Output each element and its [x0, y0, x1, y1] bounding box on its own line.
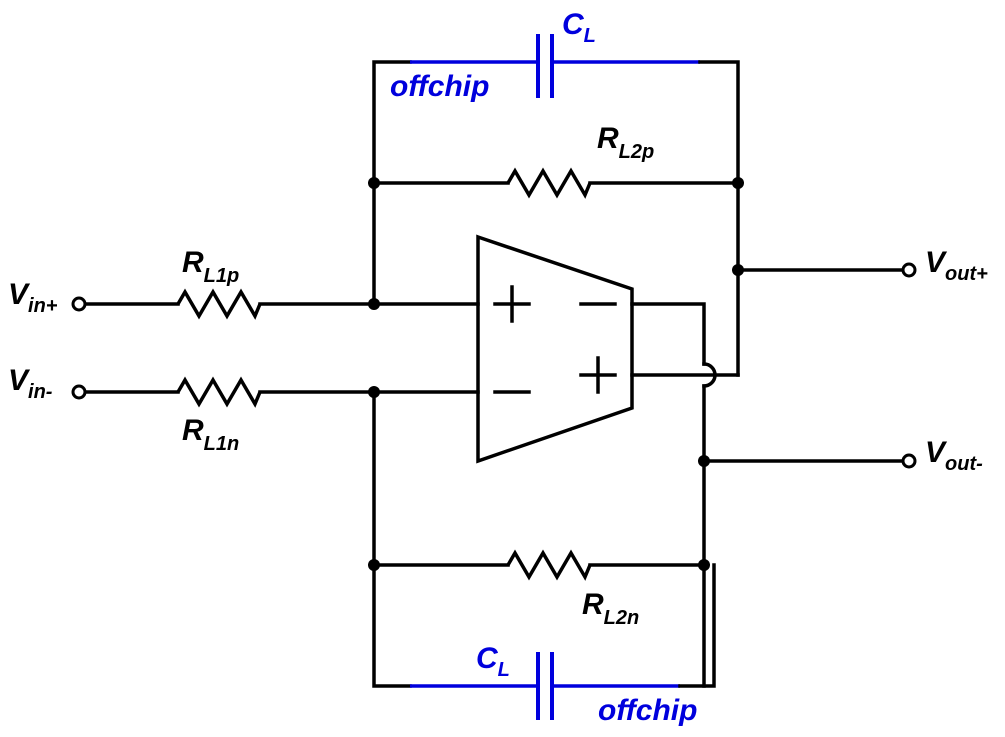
rl2p-branch — [372, 167, 740, 199]
rl1n-label: RL1n — [182, 414, 239, 455]
rl1p-label: RL1p — [182, 246, 239, 287]
junction-dots — [368, 177, 744, 571]
cl-bottom-label: CL — [476, 642, 510, 681]
vout-plus-terminal — [901, 262, 917, 278]
rl2n-label: RL2n — [582, 588, 639, 629]
vin-minus-label: Vin- — [8, 364, 53, 403]
bottom-cl-branch — [410, 563, 716, 720]
rl2n-branch — [372, 549, 706, 581]
opamp — [476, 234, 634, 464]
rl1p-resistor — [176, 288, 262, 320]
vout-plus-label: Vout+ — [925, 246, 988, 285]
vout-minus-label: Vout- — [925, 436, 983, 475]
output-wiring — [630, 268, 905, 688]
vin-plus-terminal — [71, 296, 87, 312]
offchip-top-label: offchip — [390, 70, 489, 103]
cl-top-label: CL — [562, 8, 596, 47]
rl2p-resistor — [506, 167, 592, 199]
rl1n-resistor — [176, 376, 262, 408]
vin-minus-path — [83, 376, 480, 688]
rl2p-label: RL2p — [597, 122, 654, 163]
vout-minus-terminal — [901, 453, 917, 469]
vin-plus-label: Vin+ — [8, 278, 58, 317]
vin-plus-path — [83, 288, 480, 320]
rl2n-resistor — [506, 549, 592, 581]
offchip-bottom-label: offchip — [598, 694, 697, 727]
vin-minus-terminal — [71, 384, 87, 400]
